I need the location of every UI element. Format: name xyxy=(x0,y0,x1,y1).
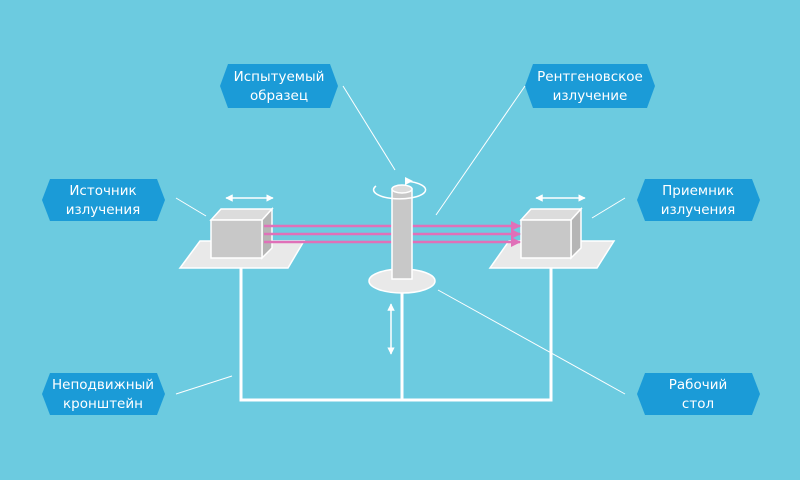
label-table-line2: стол xyxy=(682,396,714,412)
rotation-arrowhead xyxy=(405,177,413,185)
label-source-line1: Источник xyxy=(69,183,136,199)
label-table-line1: Рабочий xyxy=(669,377,728,393)
label-xray-line2: излучение xyxy=(553,88,628,104)
label-bracket-line1: Неподвижный xyxy=(52,377,154,393)
label-sample-line1: Испытуемый xyxy=(234,69,325,85)
label-sample-line2: образец xyxy=(250,88,308,104)
leader-source xyxy=(175,197,207,217)
label-bracket: Неподвижный кронштейн xyxy=(42,373,165,415)
label-source-line2: излучения xyxy=(66,202,141,218)
leader-table xyxy=(437,289,626,395)
label-bracket-line2: кронштейн xyxy=(63,396,143,412)
label-xray-line1: Рентгеновское xyxy=(537,69,643,85)
leader-receiver xyxy=(591,197,626,219)
label-xray: Рентгеновское излучение xyxy=(525,64,655,108)
fixed-bracket-frame xyxy=(239,266,553,402)
rotation-arc xyxy=(372,180,427,200)
receiver-assembly xyxy=(488,194,616,269)
leader-sample xyxy=(342,85,396,171)
leader-lines xyxy=(175,85,626,395)
source-box-front xyxy=(210,219,263,259)
sample-cylinder-top xyxy=(391,184,413,194)
leader-xray xyxy=(435,85,526,216)
label-receiver-line2: излучения xyxy=(661,202,736,218)
receiver-box-front xyxy=(520,219,572,259)
work-table-assembly xyxy=(368,177,436,355)
label-source: Источник излучения xyxy=(42,179,165,221)
sample-cylinder-body xyxy=(391,188,413,280)
label-table: Рабочий стол xyxy=(637,373,760,415)
leader-bracket xyxy=(175,375,233,395)
label-sample: Испытуемый образец xyxy=(220,64,338,108)
label-receiver-line1: Приемник xyxy=(662,183,734,199)
label-receiver: Приемник излучения xyxy=(637,179,760,221)
